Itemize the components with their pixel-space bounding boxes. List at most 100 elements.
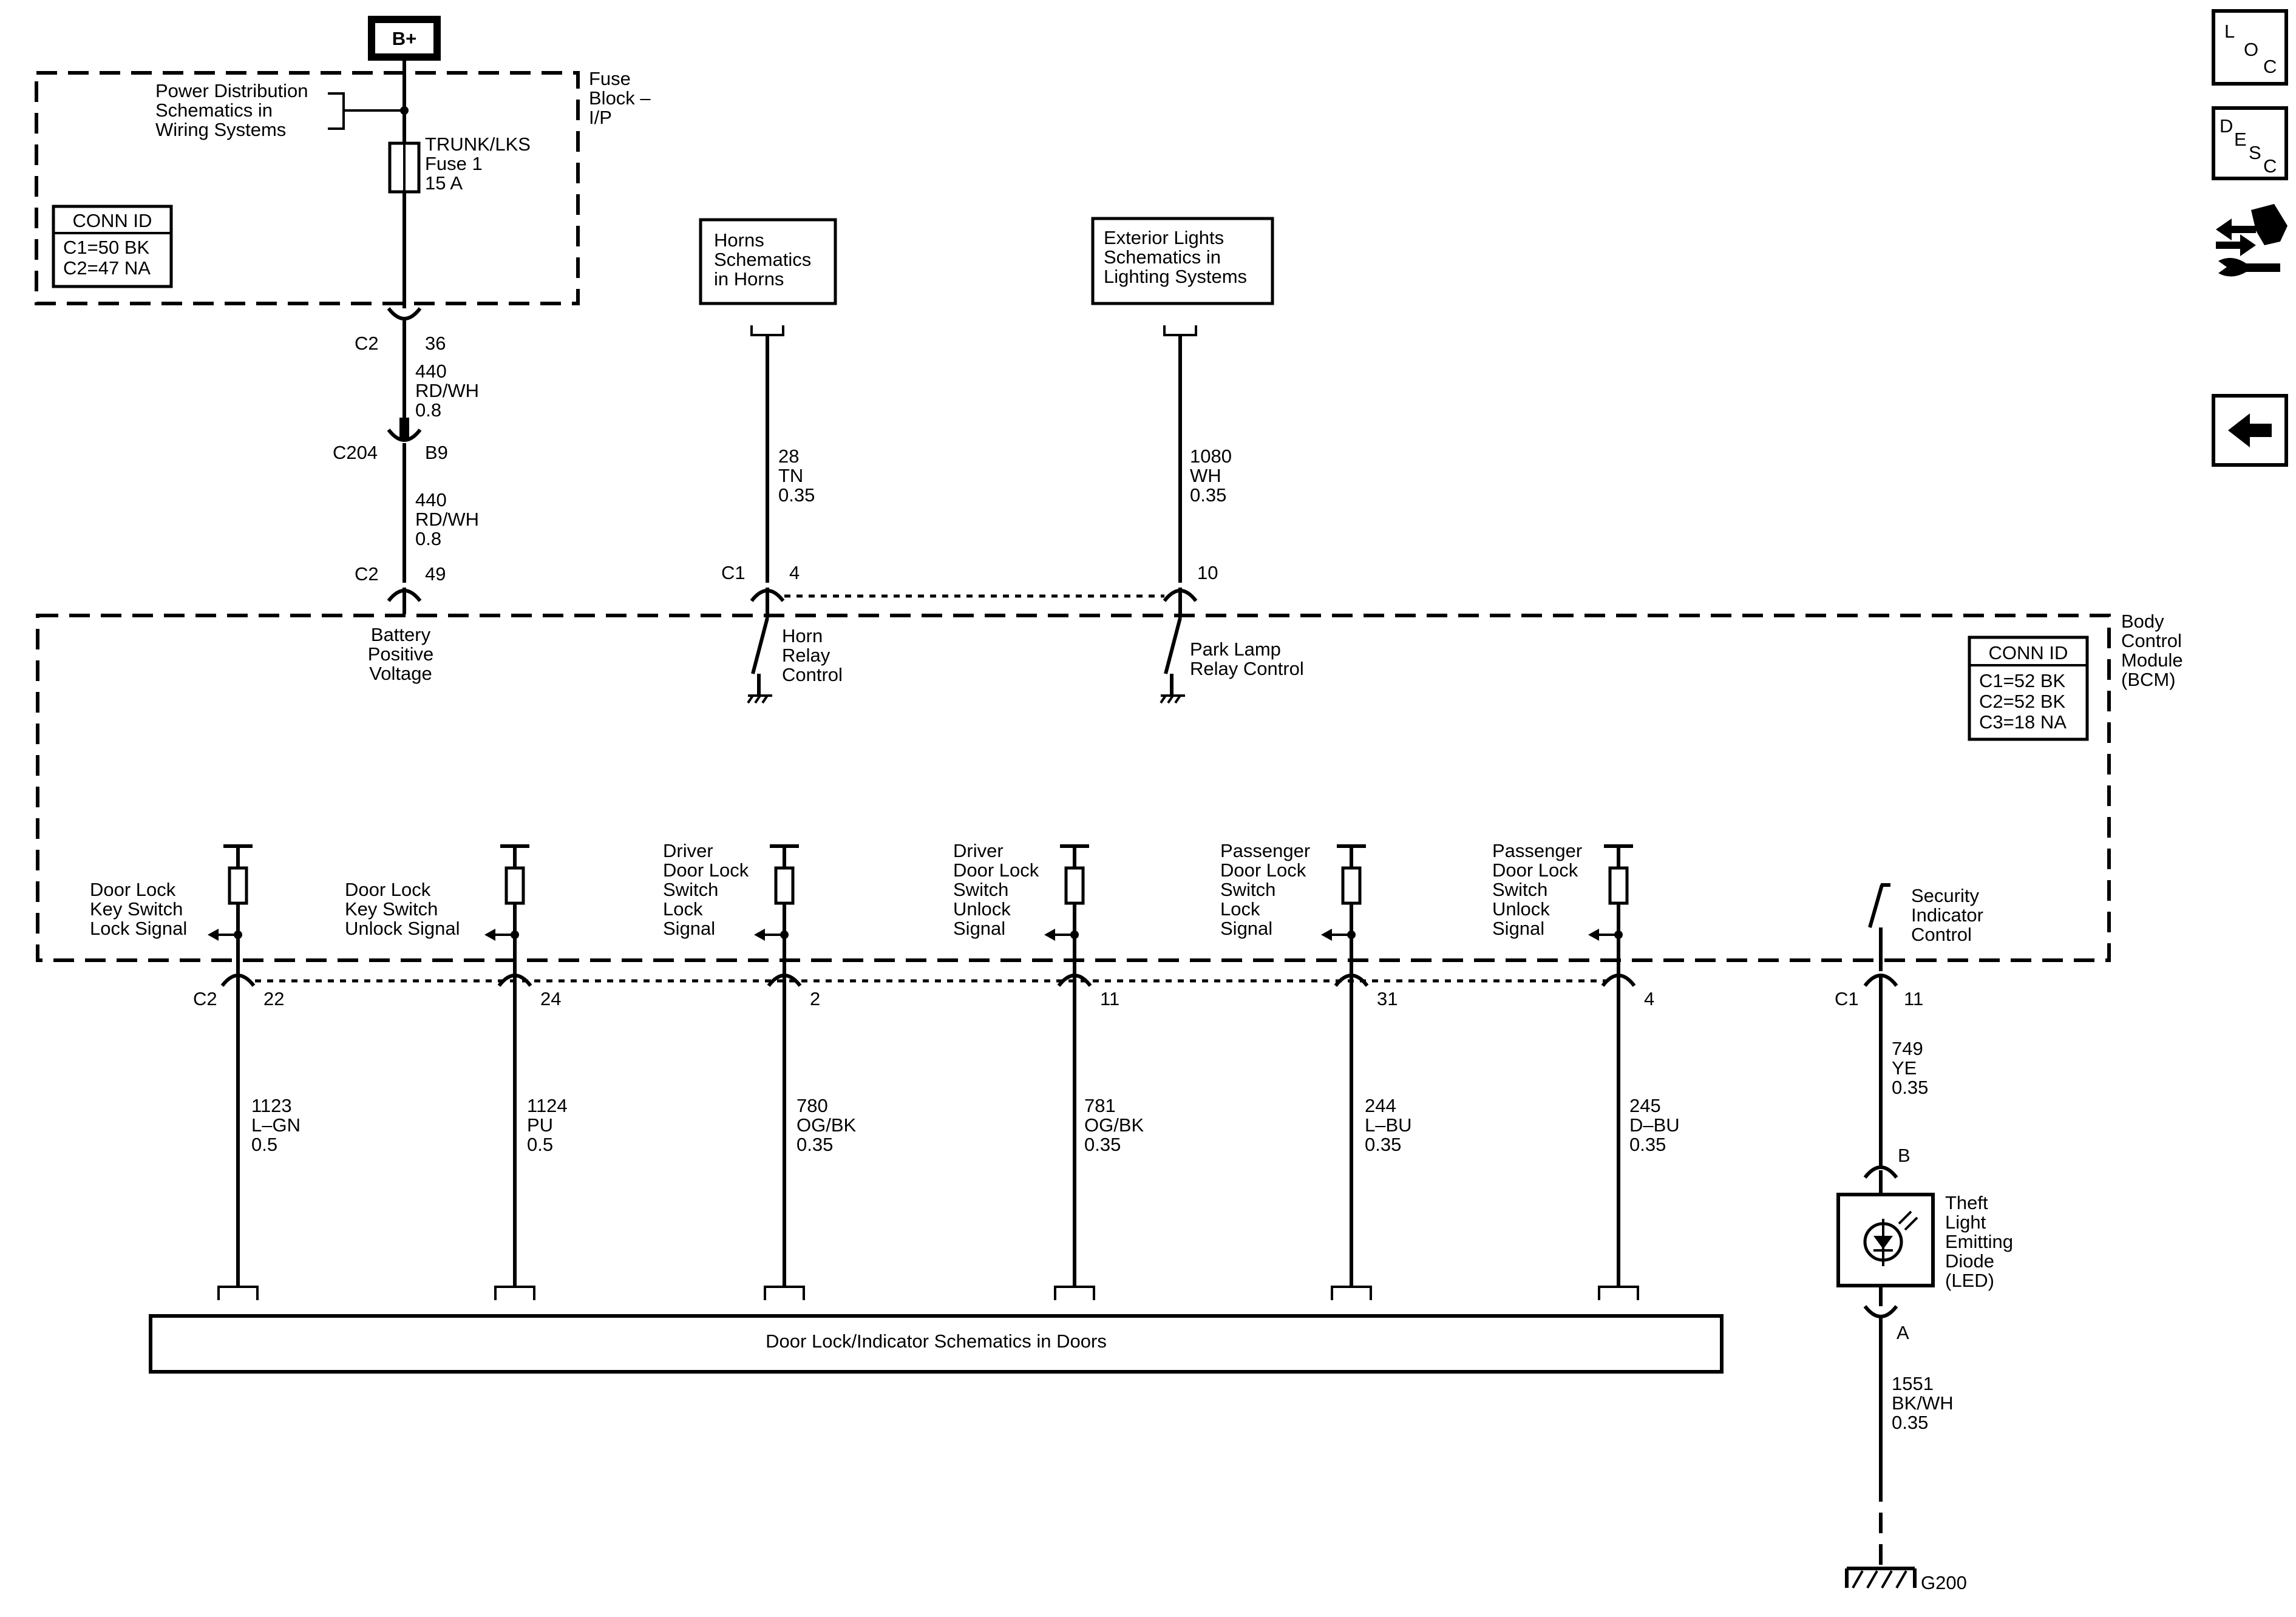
svg-text:0.35: 0.35: [778, 484, 815, 506]
exterior-lights-reference[interactable]: Exterior Lights Schematics in Lighting S…: [1091, 217, 1274, 305]
svg-text:11: 11: [1904, 988, 1923, 1009]
svg-text:YE: YE: [1892, 1057, 1917, 1079]
park-lamp-ground-icon: [1160, 694, 1185, 704]
fuse-block-title-2: Block –: [589, 87, 651, 109]
pull-up-resistor: [504, 866, 525, 905]
signal-label: Switch: [1220, 879, 1275, 900]
loc-button[interactable]: L O C: [2212, 9, 2288, 86]
signal-arrow-icon: [1588, 929, 1599, 941]
svg-text:C1=52 BK: C1=52 BK: [1979, 670, 2066, 691]
svg-text:Control: Control: [782, 664, 843, 685]
signal-arrow-icon: [484, 929, 495, 941]
back-arrow-icon[interactable]: [2212, 394, 2288, 467]
svg-text:Lighting Systems: Lighting Systems: [1104, 266, 1247, 287]
signal-label: Unlock: [1492, 898, 1550, 920]
svg-text:BK/WH: BK/WH: [1892, 1392, 1954, 1414]
fuse-block-outline: [35, 71, 580, 305]
svg-text:Theft: Theft: [1945, 1192, 1988, 1213]
svg-text:C3=18 NA: C3=18 NA: [1979, 711, 2067, 733]
c2-top-pin: 36: [425, 333, 446, 354]
signal-wire: 780: [796, 1095, 828, 1116]
signal-label: Unlock: [953, 898, 1011, 920]
signal-wire: L–GN: [251, 1114, 301, 1136]
svg-text:1080: 1080: [1190, 446, 1232, 467]
svg-text:TN: TN: [778, 465, 803, 486]
svg-text:(LED): (LED): [1945, 1270, 1994, 1291]
signal-label: Door Lock: [345, 879, 431, 900]
signal-wire: 244: [1365, 1095, 1396, 1116]
svg-text:C2=52 BK: C2=52 BK: [1979, 691, 2066, 712]
svg-text:(BCM): (BCM): [2121, 669, 2176, 690]
horn-ground-icon: [747, 694, 772, 704]
pds-ref-2: Schematics in: [155, 100, 273, 121]
svg-text:O: O: [2244, 39, 2258, 60]
signal-label: Lock: [663, 898, 703, 920]
signal-wire: 1123: [251, 1095, 292, 1116]
signal-wire: 0.35: [796, 1134, 833, 1155]
ground-label: G200: [1921, 1572, 1967, 1593]
signal-wire: 0.35: [1084, 1134, 1121, 1155]
connector-swap-icon[interactable]: [2216, 204, 2288, 277]
signals-c2-conn: C2: [193, 988, 217, 1009]
horn-conn: C1: [721, 562, 746, 583]
fuse-block-title-3: I/P: [589, 107, 612, 128]
svg-text:CONN ID: CONN ID: [73, 210, 152, 231]
svg-text:RD/WH: RD/WH: [415, 380, 479, 401]
signal-wire: 0.35: [1629, 1134, 1666, 1155]
signal-label: Driver: [953, 840, 1004, 861]
svg-text:E: E: [2234, 129, 2247, 150]
fuse-block-title-1: Fuse: [589, 68, 631, 89]
svg-text:0.35: 0.35: [1190, 484, 1226, 506]
svg-text:Horn: Horn: [782, 625, 823, 646]
svg-text:Control: Control: [1911, 924, 1972, 945]
signal-label: Signal: [663, 918, 715, 939]
c204-conn: C204: [333, 442, 378, 463]
horns-reference[interactable]: Horns Schematics in Horns: [699, 218, 837, 305]
signal-wire: OG/BK: [796, 1114, 857, 1136]
svg-text:L: L: [2224, 21, 2235, 42]
svg-text:Control: Control: [2121, 630, 2182, 651]
svg-text:440: 440: [415, 361, 447, 382]
signal-label: Lock Signal: [90, 918, 187, 939]
desc-button[interactable]: D E S C: [2212, 106, 2288, 180]
battery-terminal: B+: [368, 16, 441, 61]
svg-text:CONN ID: CONN ID: [1989, 642, 2068, 663]
signal-arrow-icon: [754, 929, 765, 941]
signal-label: Key Switch: [90, 898, 183, 920]
signal-label: Switch: [953, 879, 1008, 900]
svg-text:Diode: Diode: [1945, 1250, 1994, 1272]
signal-label: Unlock Signal: [345, 918, 460, 939]
c2-top-conn: C2: [355, 333, 379, 354]
svg-text:0.8: 0.8: [415, 528, 441, 549]
signal-wire: 0.35: [1365, 1134, 1401, 1155]
svg-text:Emitting: Emitting: [1945, 1231, 2013, 1252]
signal-wire: D–BU: [1629, 1114, 1680, 1136]
signal-pin: 11: [1100, 988, 1119, 1009]
signal-label: Switch: [663, 879, 718, 900]
pull-up-resistor: [228, 866, 248, 905]
svg-text:Positive: Positive: [368, 643, 434, 665]
signal-label: Passenger: [1492, 840, 1582, 861]
svg-text:D: D: [2220, 115, 2233, 137]
svg-text:Voltage: Voltage: [369, 663, 432, 684]
svg-text:C2=47 NA: C2=47 NA: [63, 257, 151, 279]
signal-arrow-icon: [208, 929, 219, 941]
signal-label: Passenger: [1220, 840, 1310, 861]
pull-up-resistor: [774, 866, 795, 905]
signal-arrow-icon: [1044, 929, 1055, 941]
svg-text:in Horns: in Horns: [714, 268, 784, 290]
signal-wire: 245: [1629, 1095, 1661, 1116]
park-lamp-pin: 10: [1197, 562, 1218, 583]
signal-wire: 0.5: [527, 1134, 553, 1155]
svg-text:440: 440: [415, 489, 447, 510]
svg-text:1551: 1551: [1892, 1373, 1934, 1394]
svg-text:Schematics in: Schematics in: [1104, 246, 1221, 268]
signal-wire: 781: [1084, 1095, 1116, 1116]
security-indicator: Security Indicator Control C1 11 749 YE …: [1835, 883, 2013, 1593]
signal-wire: 1124: [527, 1095, 568, 1116]
door-schematics-reference[interactable]: Door Lock/Indicator Schematics in Doors: [149, 1314, 1724, 1374]
trunk-lks-fuse: TRUNK/LKS Fuse 1 15 A: [388, 134, 531, 194]
